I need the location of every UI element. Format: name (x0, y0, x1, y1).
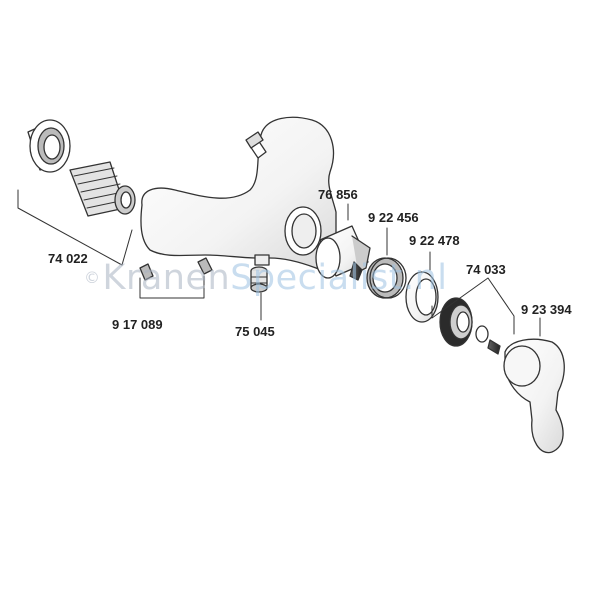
nut-part (366, 257, 407, 299)
label-leader-lines (17, 189, 541, 337)
part-label-handle-kit: 74 033 (466, 262, 506, 277)
watermark-brand-suffix: Specialist.nl (230, 258, 448, 298)
handle-kit-part (439, 297, 501, 355)
watermark: ©KranenSpecialist.nl (84, 258, 448, 298)
part-label-wall-connector: 74 022 (48, 251, 88, 266)
watermark-brand: Kranen (102, 258, 231, 298)
part-label-cap: 9 22 478 (409, 233, 460, 248)
aerator-part (250, 266, 268, 293)
mixer-body (140, 116, 337, 271)
part-label-screw: 9 17 089 (112, 317, 163, 332)
cap-part (405, 271, 439, 323)
lever-handle-part (503, 338, 565, 454)
cartridge-part (315, 225, 371, 281)
part-label-cartridge: 76 856 (318, 187, 358, 202)
part-label-lever-handle: 9 23 394 (521, 302, 572, 317)
part-label-nut: 9 22 456 (368, 210, 419, 225)
wall-connector-part (27, 119, 136, 217)
screw-part (139, 257, 213, 281)
part-label-aerator: 75 045 (235, 324, 275, 339)
copyright-symbol: © (84, 268, 101, 287)
